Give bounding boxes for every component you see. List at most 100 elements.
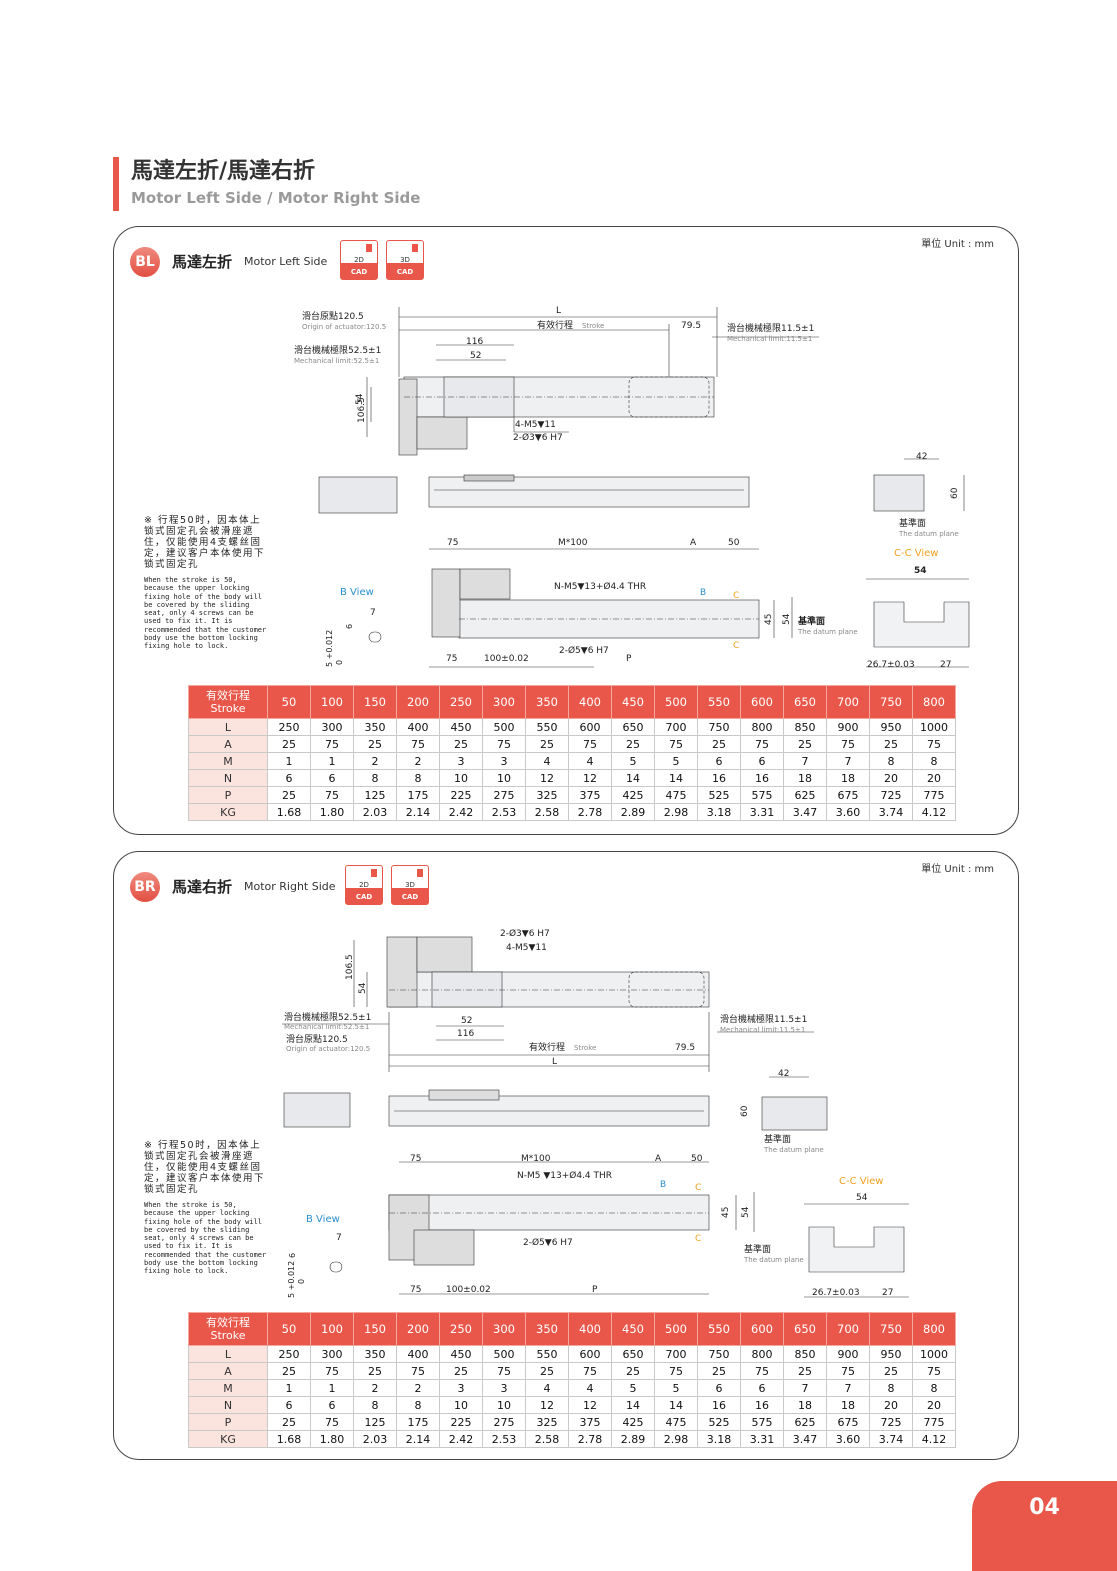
table-cell: 14: [654, 1396, 698, 1414]
table-header-cell: 400: [568, 685, 612, 719]
dim-mech-right: 滑台機械極限11.5±1: [727, 322, 814, 334]
table-header-cell: 500: [654, 1312, 698, 1346]
table-cell: 2.58: [525, 803, 569, 821]
table-cell: 1.80: [310, 1430, 354, 1448]
dim-79-5: 79.5: [675, 1043, 695, 1053]
datum-label-b-en: The datum plane: [797, 628, 858, 636]
table-row-label: KG: [188, 1430, 268, 1448]
dim-cc-54: 54: [856, 1193, 868, 1203]
table-cell: 2.42: [439, 803, 483, 821]
table-cell: 2: [353, 752, 397, 770]
table-cell: 25: [439, 735, 483, 753]
table-cell: 125: [353, 1413, 397, 1431]
stroke-note-zh: ※ 行程50时，因本体上锁式固定孔会被滑座遮住，仅能使用4支螺丝固定，建议客户本…: [144, 515, 266, 570]
dim-75-top: 75: [447, 538, 458, 548]
table-header-cell: 250: [439, 1312, 483, 1346]
table-cell: 75: [310, 735, 354, 753]
unit-label: 單位 Unit : mm: [921, 864, 994, 875]
table-cell: 75: [826, 1362, 870, 1380]
table-cell: 20: [912, 769, 956, 787]
table-cell: 3.47: [783, 1430, 827, 1448]
table-cell: 2.89: [611, 1430, 655, 1448]
dim-stroke: 有效行程: [537, 319, 573, 331]
table-cell: 500: [482, 718, 526, 736]
datum-label-b: 基準面: [797, 615, 825, 627]
table-cell: 1: [267, 1379, 311, 1397]
table-cell: 2.14: [396, 803, 440, 821]
dim-27: 27: [882, 1288, 893, 1298]
dim-tol-6: 6: [345, 624, 354, 629]
table-cell: 250: [267, 1345, 311, 1363]
table-cell: 8: [869, 1379, 913, 1397]
table-cell: 6: [740, 752, 784, 770]
table-header-cell: 300: [482, 1312, 526, 1346]
table-cell: 500: [482, 1345, 526, 1363]
table-cell: 700: [654, 718, 698, 736]
table-cell: 3: [439, 1379, 483, 1397]
table-cell: 2.14: [396, 1430, 440, 1448]
dim-42: 42: [778, 1069, 789, 1079]
table-cell: 4: [568, 752, 612, 770]
dim-mech-right-en: Mechanical limit:11.5±1: [727, 335, 812, 343]
dim-42: 42: [916, 452, 927, 462]
table-cell: 75: [482, 735, 526, 753]
header-accent-bar: [113, 157, 119, 211]
page-title: 馬達左折/馬達右折: [131, 159, 316, 184]
table-cell: 25: [869, 735, 913, 753]
stroke-note: ※ 行程50时，因本体上锁式固定孔会被滑座遮住，仅能使用4支螺丝固定，建议客户本…: [144, 1140, 269, 1276]
dim-mech-left: 滑台機械極限52.5±1: [284, 1011, 371, 1023]
table-header-cell: 450: [611, 1312, 655, 1346]
stroke-note-zh: ※ 行程50时，因本体上锁式固定孔会被滑座遮住，仅能使用4支螺丝固定，建议客户本…: [144, 1140, 266, 1195]
table-cell: 3.74: [869, 803, 913, 821]
table-cell: 475: [654, 1413, 698, 1431]
table-cell: 1: [310, 752, 354, 770]
table-cell: 675: [826, 786, 870, 804]
datum-label: 基準面: [764, 1133, 791, 1145]
table-cell: 225: [439, 1413, 483, 1431]
table-cell: 2.03: [353, 803, 397, 821]
table-cell: 25: [267, 735, 311, 753]
table-header-cell: 350: [525, 1312, 569, 1346]
stroke-note-en: When the stroke is 50, because the upper…: [144, 576, 267, 651]
table-cell: 550: [525, 1345, 569, 1363]
table-cell: 8: [869, 752, 913, 770]
table-cell: 1.68: [267, 1430, 311, 1448]
table-cell: 6: [697, 752, 741, 770]
table-cell: 25: [525, 1362, 569, 1380]
table-header-cell: 500: [654, 685, 698, 719]
table-cell: 2: [396, 752, 440, 770]
table-cell: 550: [525, 718, 569, 736]
table-cell: 4: [525, 1379, 569, 1397]
table-cell: 8: [912, 752, 956, 770]
table-cell: 1: [267, 752, 311, 770]
table-cell: 800: [740, 718, 784, 736]
table-cell: 2.89: [611, 803, 655, 821]
dim-stroke-en: Stroke: [582, 322, 604, 330]
table-cell: 75: [568, 1362, 612, 1380]
table-header-cell: 750: [869, 685, 913, 719]
table-cell: 525: [697, 786, 741, 804]
table-row-label: N: [188, 769, 268, 787]
table-cell: 75: [826, 735, 870, 753]
table-cell: 75: [310, 1362, 354, 1380]
dim-75-top: 75: [410, 1154, 421, 1164]
dim-60: 60: [950, 487, 960, 499]
table-cell: 12: [568, 769, 612, 787]
table-row-label: M: [188, 1379, 268, 1397]
table-cell: 14: [611, 1396, 655, 1414]
table-cell: 18: [826, 769, 870, 787]
table-cell: 775: [912, 786, 956, 804]
dim-m5: 4-M5▼11: [515, 420, 556, 430]
dim-116: 116: [457, 1029, 474, 1039]
table-cell: 25: [353, 735, 397, 753]
table-cell: 75: [310, 1413, 354, 1431]
table-cell: 10: [439, 1396, 483, 1414]
dim-origin: 滑台原點120.5: [302, 310, 364, 322]
dim-stroke: 有效行程: [529, 1041, 565, 1053]
